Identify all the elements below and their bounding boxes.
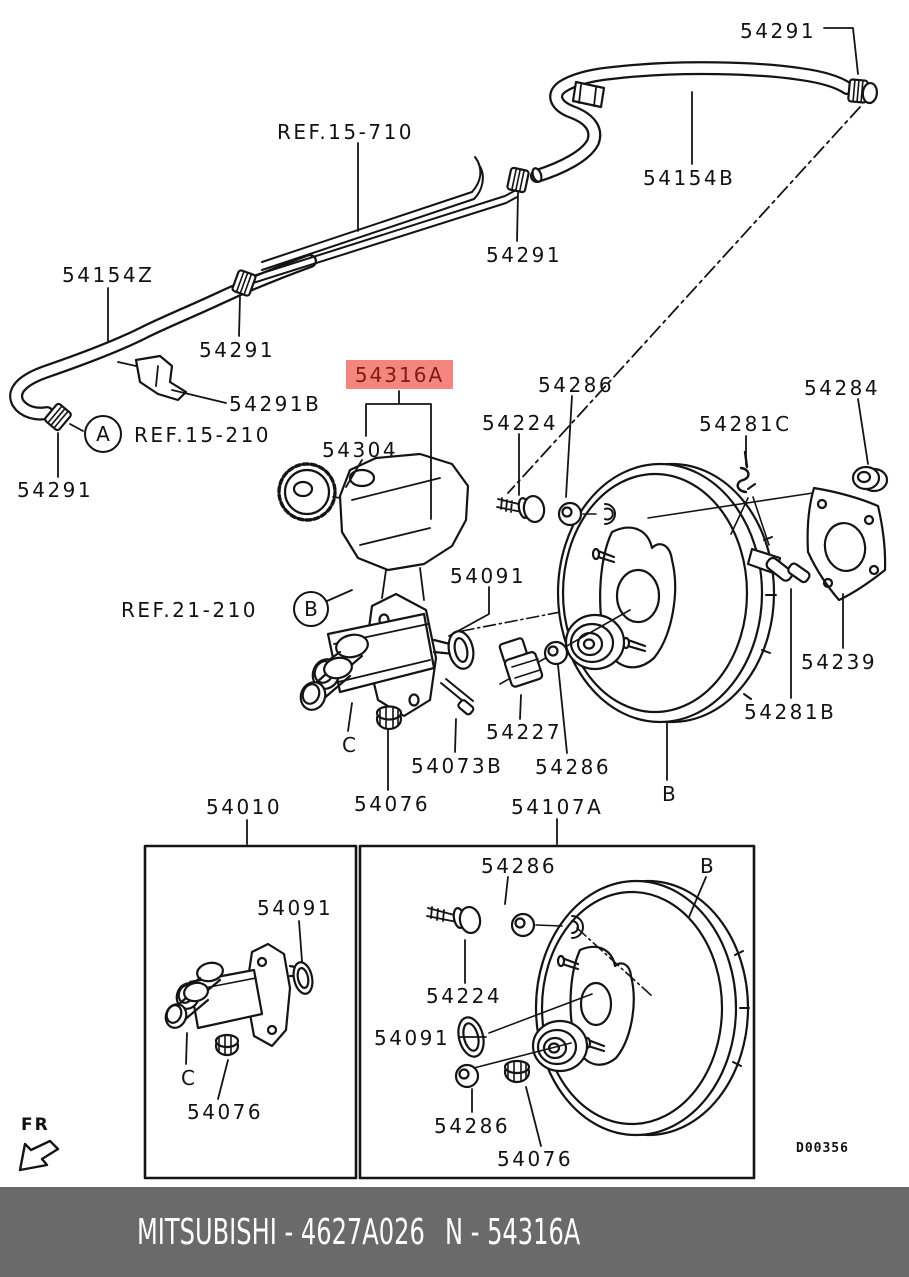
part-label-54073b[interactable]: 54073B	[411, 754, 504, 778]
ref-label-15-210[interactable]: REF.15-210	[134, 423, 272, 447]
footer-brand-part-number: MITSUBISHI - 4627A026	[137, 1211, 425, 1253]
part-label-54154b[interactable]: 54154B	[643, 166, 736, 190]
diagram-code: D00356	[796, 1141, 849, 1156]
part-label-54154z[interactable]: 54154Z	[62, 263, 155, 287]
part-label-54076-a[interactable]: 54076	[354, 792, 431, 816]
ref-circle-a: A	[84, 415, 122, 453]
clamp-icon	[44, 402, 72, 432]
part-label-54010[interactable]: 54010	[206, 795, 283, 819]
part-label-54239[interactable]: 54239	[801, 650, 878, 674]
clamp-icon	[847, 78, 878, 105]
part-label-54286-d[interactable]: 54286	[434, 1114, 511, 1138]
part-label-54291-c[interactable]: 54291	[199, 338, 276, 362]
view-label-c2: C	[181, 1066, 198, 1090]
part-label-54091-c[interactable]: 54091	[374, 1026, 451, 1050]
part-label-54286-c[interactable]: 54286	[481, 854, 558, 878]
fr-label: FR	[21, 1115, 50, 1135]
part-label-54281c[interactable]: 54281C	[699, 412, 792, 436]
part-label-54224-a[interactable]: 54224	[482, 411, 559, 435]
ref-label-15-710[interactable]: REF.15-710	[277, 120, 415, 144]
part-label-54284[interactable]: 54284	[804, 376, 881, 400]
part-label-54281b[interactable]: 54281B	[744, 700, 837, 724]
part-label-54291b[interactable]: 54291B	[229, 392, 322, 416]
part-label-54291-b[interactable]: 54291	[486, 243, 563, 267]
ref-label-21-210[interactable]: REF.21-210	[121, 598, 259, 622]
part-label-54286-b[interactable]: 54286	[535, 755, 612, 779]
part-label-54076-c[interactable]: 54076	[497, 1147, 574, 1171]
part-label-54076-b[interactable]: 54076	[187, 1100, 264, 1124]
part-label-54286-a[interactable]: 54286	[538, 373, 615, 397]
ref-circle-b: B	[293, 591, 329, 627]
part-label-54304[interactable]: 54304	[322, 438, 399, 462]
part-label-54107a[interactable]: 54107A	[511, 795, 604, 819]
view-label-c: C	[342, 733, 359, 757]
part-label-54091-b[interactable]: 54091	[257, 896, 334, 920]
part-label-54091-a[interactable]: 54091	[450, 564, 527, 588]
view-label-b: B	[662, 782, 679, 806]
part-label-54227[interactable]: 54227	[486, 720, 563, 744]
footer-banner: MITSUBISHI - 4627A026 N - 54316A	[0, 1187, 909, 1277]
clamp-icon	[231, 269, 257, 297]
part-label-54291-d[interactable]: 54291	[17, 478, 94, 502]
part-label-54224-b[interactable]: 54224	[426, 984, 503, 1008]
fr-arrow-icon	[18, 1139, 60, 1172]
footer-catalog-part-number: N - 54316A	[445, 1211, 581, 1253]
clamp-icon	[506, 166, 530, 194]
part-label-54291-a[interactable]: 54291	[740, 19, 817, 43]
view-label-b2: B	[700, 854, 717, 878]
highlighted-part-label-54316a[interactable]: 54316A	[346, 360, 453, 389]
